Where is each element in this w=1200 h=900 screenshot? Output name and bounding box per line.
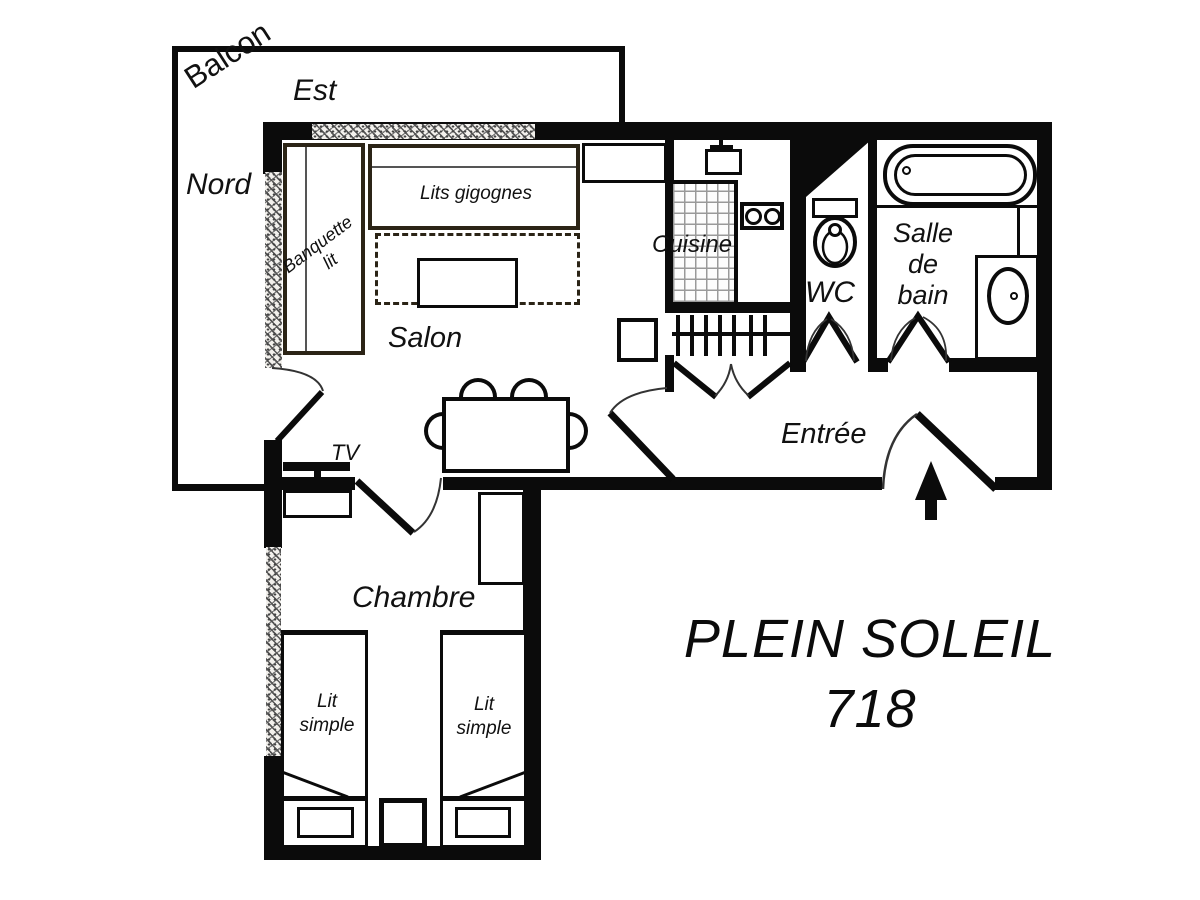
wall-west-lower bbox=[264, 756, 281, 860]
wall-south-b bbox=[443, 477, 882, 490]
wall-west-upper bbox=[263, 122, 282, 174]
balcony-outline-top bbox=[172, 46, 625, 52]
balcony-outline-right bbox=[619, 46, 625, 130]
small-table bbox=[617, 318, 658, 362]
kitchen-faucet-h bbox=[710, 145, 733, 149]
chair-top-left bbox=[459, 378, 497, 398]
entree-label: Entrée bbox=[781, 418, 867, 450]
stove-burner-left bbox=[745, 208, 762, 225]
bath-door-arc-left bbox=[890, 317, 916, 362]
bath-label: Salle de bain bbox=[878, 218, 968, 311]
bath-niche-line bbox=[1017, 205, 1020, 258]
apartment-number: 718 bbox=[823, 679, 917, 739]
double-door-right-arc bbox=[730, 363, 750, 397]
wardrobe bbox=[478, 492, 525, 585]
coffee-table bbox=[417, 258, 518, 308]
wall-bath-south-left bbox=[868, 358, 888, 372]
kitchen-sink bbox=[705, 149, 742, 175]
lits-gigognes-label: Lits gigognes bbox=[420, 183, 532, 204]
banquette-inner-line bbox=[305, 147, 307, 351]
balcony-outline-left bbox=[172, 46, 178, 490]
wall-kitchen-east bbox=[790, 140, 806, 372]
washbasin-drain bbox=[1010, 292, 1018, 300]
chambre-door-leaf bbox=[354, 478, 416, 536]
bathtub-drain bbox=[902, 166, 911, 175]
bed-right-label: Lit simple bbox=[456, 694, 512, 739]
wall-chambre-east bbox=[523, 477, 541, 860]
cuisine-label: Cuisine bbox=[652, 231, 733, 258]
nightstand bbox=[379, 798, 427, 848]
tv-unit bbox=[283, 462, 350, 471]
chambre-shelf bbox=[283, 490, 352, 518]
entrance-door-arc bbox=[881, 412, 918, 490]
double-door-left-arc bbox=[714, 363, 732, 397]
chambre-door-arc bbox=[413, 477, 442, 533]
bath-door-arc-right bbox=[922, 316, 947, 362]
wall-west-mid bbox=[264, 440, 282, 548]
wc-door-arc-left bbox=[805, 318, 828, 362]
balcony-label: Balcon bbox=[178, 14, 277, 96]
chair-left bbox=[424, 412, 443, 450]
wc-label: WC bbox=[805, 276, 855, 309]
entrance-arrow-icon bbox=[915, 461, 947, 520]
bed-left-label: Lit simple bbox=[299, 691, 355, 736]
chair-top-right bbox=[510, 378, 548, 398]
wall-kitchen-west bbox=[665, 140, 674, 313]
bath-tub-edge-line bbox=[877, 205, 1038, 208]
kitchen-faucet-v bbox=[719, 138, 723, 150]
entrance-door-leaf bbox=[914, 411, 999, 492]
chambre-label: Chambre bbox=[352, 581, 476, 614]
toilet-bowl bbox=[813, 216, 857, 268]
bathtub-inner bbox=[894, 154, 1027, 196]
wall-east bbox=[1037, 122, 1052, 490]
wc-corner-wall bbox=[806, 140, 871, 197]
balcony-east-label: Est bbox=[293, 74, 337, 107]
window-west-salon bbox=[265, 172, 282, 368]
window-west-chambre bbox=[266, 547, 281, 757]
balcony-door-arc bbox=[271, 367, 324, 392]
wall-kitchen-south bbox=[665, 302, 793, 313]
bath-label-line1: Salle bbox=[892, 218, 954, 248]
double-door-left-leaf bbox=[672, 360, 718, 400]
window-north bbox=[312, 124, 535, 139]
wc-door-leaves bbox=[800, 311, 860, 364]
tv-label: TV bbox=[331, 440, 360, 465]
wc-door-arc-right bbox=[830, 318, 855, 362]
tv-mount bbox=[314, 470, 321, 479]
chair-right bbox=[569, 412, 588, 450]
toilet-cistern bbox=[812, 198, 858, 218]
lits-gigognes-inner-line bbox=[372, 166, 576, 168]
wall-wc-east bbox=[868, 140, 877, 372]
double-door-right-leaf bbox=[746, 360, 792, 400]
salon-label: Salon bbox=[388, 322, 463, 354]
radiator bbox=[672, 315, 790, 356]
wall-hall-stub bbox=[665, 355, 674, 392]
balcony-north-label: Nord bbox=[186, 168, 252, 201]
kitchen-tile-edge-right bbox=[734, 180, 738, 304]
stove-burner-right bbox=[764, 208, 781, 225]
wall-bath-south-right bbox=[949, 358, 1052, 372]
kitchen-tile-edge-top bbox=[667, 180, 738, 184]
kitchen-tiled-floor bbox=[673, 184, 734, 302]
wall-south-a bbox=[264, 477, 355, 490]
bath-label-line3: bain bbox=[897, 280, 949, 310]
hall-door-leaf bbox=[607, 410, 676, 482]
cupboard bbox=[582, 143, 667, 183]
bed-left-foot-inner bbox=[297, 807, 354, 838]
balcony-door-leaf bbox=[274, 389, 325, 444]
lits-gigognes-bed bbox=[368, 144, 580, 230]
bed-right-foot-inner bbox=[455, 807, 511, 838]
residence-title: PLEIN SOLEIL bbox=[683, 609, 1057, 669]
washbasin-bowl bbox=[987, 267, 1029, 325]
wall-chambre-south bbox=[264, 846, 541, 860]
bath-door-leaves bbox=[885, 310, 952, 364]
banquette-bed bbox=[283, 143, 365, 355]
hall-door-arc bbox=[609, 387, 668, 414]
wall-south-c bbox=[995, 477, 1052, 490]
balcony-outline-bottom bbox=[172, 484, 268, 491]
bath-label-line2: de bbox=[907, 249, 939, 279]
dining-table bbox=[442, 397, 570, 473]
